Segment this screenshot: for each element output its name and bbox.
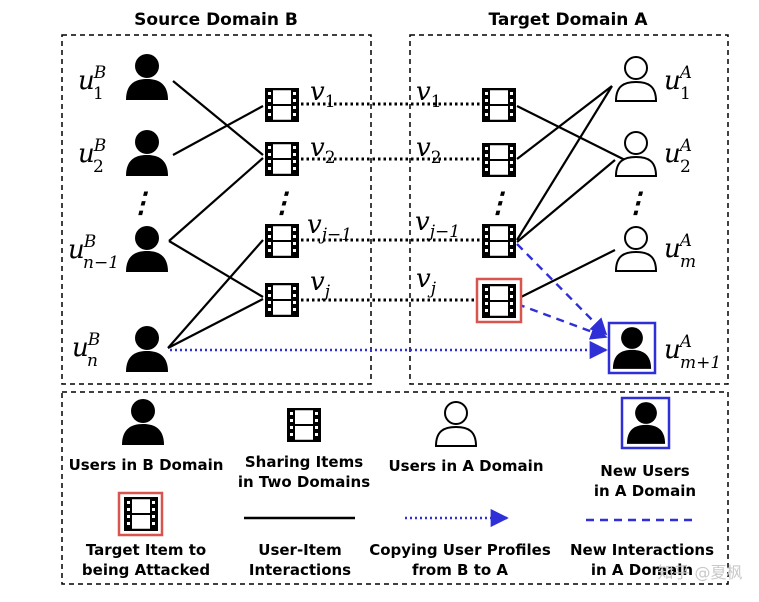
source-item-label-j-1: vj−1 — [307, 210, 352, 245]
target-user-ellipsis: ⋮ — [622, 186, 650, 219]
source-item-label-1: v1 — [310, 77, 336, 112]
legend-users-b: Users in B Domain — [69, 456, 224, 474]
source-item-1-icon — [265, 88, 299, 122]
target-user-2-icon — [615, 131, 657, 177]
watermark: 知乎 @夏枫 — [657, 563, 742, 582]
source-item-label-j: vj — [310, 267, 331, 302]
legend-sharing-item-icon — [287, 408, 321, 442]
target-interactions — [516, 85, 626, 300]
target-item-ellipsis: ⋮ — [484, 186, 512, 219]
source-domain-box — [61, 34, 372, 385]
source-user-2-icon — [126, 130, 168, 176]
new-interactions — [516, 243, 608, 340]
source-item-2-icon — [265, 142, 299, 176]
target-item-j-icon — [482, 284, 516, 318]
target-item-j-1-icon — [482, 224, 516, 258]
source-user-n-1-icon — [126, 226, 168, 272]
source-domain-title: Source Domain B — [134, 10, 298, 30]
item-sharing-links — [301, 102, 480, 302]
legend-target-item-icon — [124, 497, 158, 531]
source-user-n-icon — [126, 326, 168, 372]
source-item-label-2: v2 — [310, 133, 336, 168]
legend-user-b-icon — [122, 399, 164, 445]
target-user-1-icon — [615, 56, 657, 102]
source-item-j-1-icon — [265, 224, 299, 258]
target-item-label-j-1: vj−1 — [415, 207, 460, 242]
target-item-2-icon — [482, 143, 516, 177]
target-user-m-icon — [615, 226, 657, 272]
legend-user-a-icon — [435, 401, 477, 447]
source-item-j-icon — [265, 283, 299, 317]
target-item-1-icon — [482, 88, 516, 122]
source-interactions — [167, 80, 264, 349]
target-item-label-j: vj — [416, 264, 437, 299]
legend-box — [61, 391, 729, 585]
legend-users-a: Users in A Domain — [388, 457, 543, 475]
source-item-ellipsis: ⋮ — [268, 186, 296, 219]
target-item-label-2: v2 — [416, 133, 442, 168]
source-user-ellipsis: ⋮ — [127, 186, 155, 219]
source-user-1-icon — [126, 54, 168, 100]
target-domain-title: Target Domain A — [489, 10, 649, 30]
target-item-label-1: v1 — [416, 77, 442, 112]
